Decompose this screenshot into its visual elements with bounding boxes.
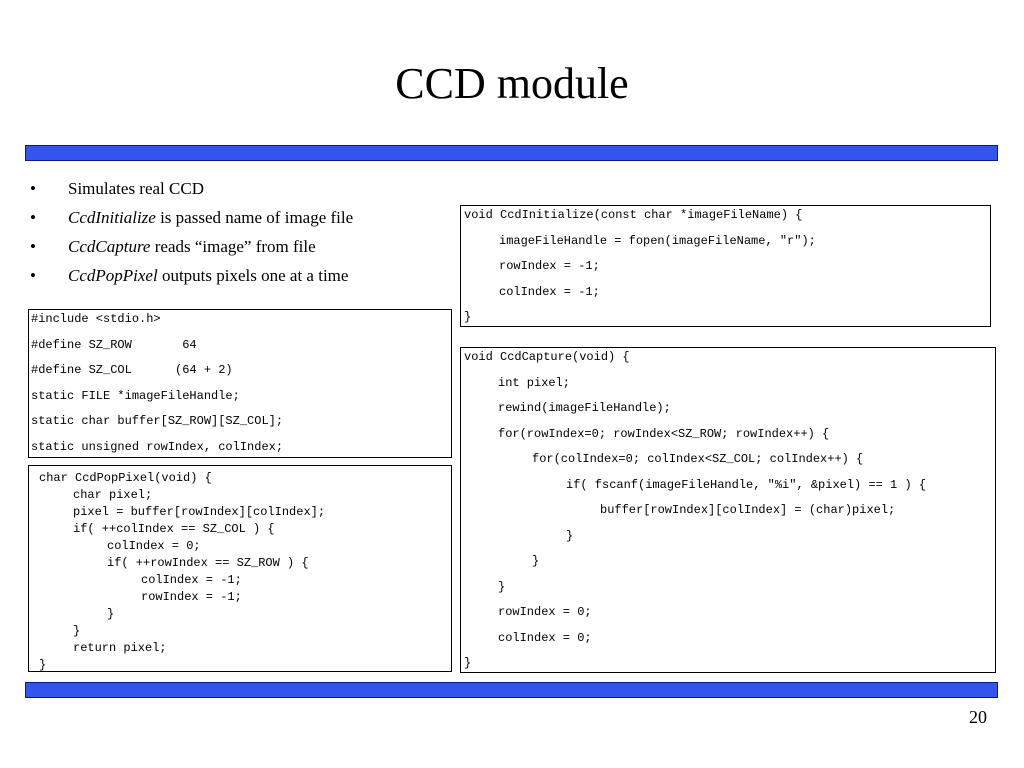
code-line: }	[464, 656, 472, 670]
code-line: rowIndex = -1;	[499, 259, 600, 273]
code-line: #define SZ_COL (64 + 2)	[31, 363, 233, 377]
code-box-defines: #include <stdio.h> #define SZ_ROW 64 #defi…	[28, 309, 452, 458]
top-divider-bar	[25, 145, 998, 161]
code-line: }	[532, 554, 540, 568]
code-line: }	[464, 310, 472, 324]
code-line: colIndex = -1;	[141, 573, 242, 587]
code-line: void CcdInitialize(const char *imageFile…	[464, 208, 803, 222]
code-line: char pixel;	[73, 488, 153, 502]
code-line: #include <stdio.h>	[31, 312, 161, 326]
bullet-item: • CcdCapture reads “image” from file	[30, 234, 353, 263]
code-line: imageFileHandle = fopen(imageFileName, "…	[499, 233, 816, 248]
code-line: colIndex = -1;	[499, 284, 600, 299]
code-box-ccd-initialize: void CcdInitialize(const char *imageFile…	[460, 205, 991, 327]
slide-title: CCD module	[395, 59, 629, 108]
code-line: void CcdCapture(void) {	[464, 350, 630, 364]
bullet-item: • Simulates real CCD	[30, 176, 353, 205]
code-line: }	[107, 607, 115, 621]
bullet-text: Simulates real CCD	[68, 179, 204, 198]
page-number: 20	[969, 707, 987, 727]
code-box-ccd-capture: void CcdCapture(void) { int pixel; rewind(…	[460, 347, 996, 673]
code-line: for(rowIndex=0; rowIndex<SZ_ROW; rowInde…	[498, 426, 830, 441]
bullet-dot: •	[30, 266, 36, 285]
bullet-text: reads “image” from file	[150, 237, 316, 256]
bullet-item: • CcdPopPixel outputs pixels one at a tim…	[30, 263, 353, 292]
bullet-italic: CcdCapture	[68, 237, 151, 256]
code-box-ccd-pop-pixel: char CcdPopPixel(void) { char pixel; pixel…	[28, 465, 452, 672]
code-line: colIndex = 0;	[107, 539, 201, 553]
bullet-dot: •	[30, 179, 36, 198]
code-line: buffer[rowIndex][colIndex] = (char)pixel…	[600, 503, 896, 517]
code-line: }	[39, 658, 47, 672]
code-line: int pixel;	[498, 375, 571, 390]
bullet-italic: CcdPopPixel	[68, 266, 158, 285]
bullet-text: is passed name of image file	[155, 208, 354, 227]
code-line: if( fscanf(imageFileHandle, "%i", &pixel…	[566, 477, 927, 492]
bullet-dot: •	[30, 208, 36, 227]
code-line: rowIndex = -1;	[141, 590, 242, 604]
code-line: }	[498, 579, 506, 594]
code-line: rewind(imageFileHandle);	[498, 401, 671, 415]
code-line: rowIndex = 0;	[498, 605, 592, 619]
code-line: char CcdPopPixel(void) {	[39, 471, 212, 485]
code-line: #define SZ_ROW 64	[31, 337, 197, 352]
code-line: if( ++colIndex == SZ_COL ) {	[73, 522, 275, 536]
code-line: return pixel;	[73, 641, 167, 655]
code-line: if( ++rowIndex == SZ_ROW ) {	[107, 556, 309, 570]
bullet-italic: CcdInitialize	[68, 208, 156, 227]
code-line: }	[73, 624, 81, 638]
code-line: static char buffer[SZ_ROW][SZ_COL];	[31, 414, 284, 428]
bullet-text: outputs pixels one at a time	[157, 266, 349, 285]
code-line: colIndex = 0;	[498, 630, 592, 645]
code-line: for(colIndex=0; colIndex<SZ_COL; colInde…	[532, 452, 864, 466]
bullet-item: • CcdInitialize is passed name of image f…	[30, 205, 353, 234]
bullet-dot: •	[30, 237, 36, 256]
bullet-list: • Simulates real CCD • CcdInitialize is pa…	[30, 176, 353, 292]
code-line: pixel = buffer[rowIndex][colIndex];	[73, 505, 326, 519]
code-line: static unsigned rowIndex, colIndex;	[31, 439, 284, 454]
bottom-divider-bar	[25, 682, 998, 698]
code-line: }	[566, 528, 574, 543]
code-line: static FILE *imageFileHandle;	[31, 388, 240, 403]
